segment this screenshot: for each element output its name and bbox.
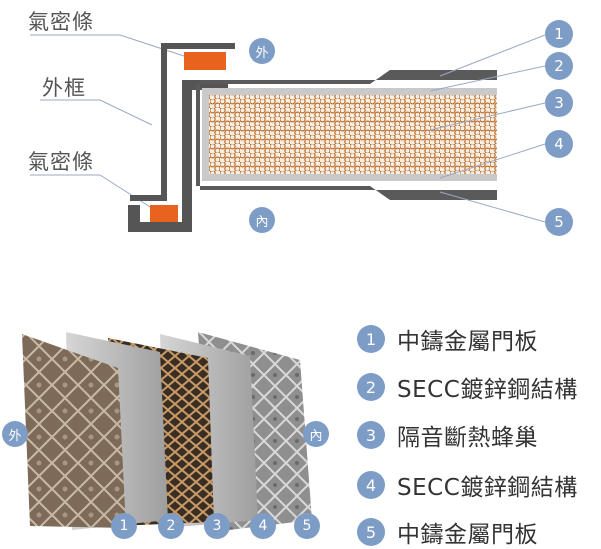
inner-frame (182, 80, 228, 200)
bottom-layer-marker-3: 3 (204, 513, 230, 539)
legend-item-4: 4 SECC鍍鋅鋼結構 (357, 468, 578, 502)
legend-label: 中鑄金屬門板 (397, 329, 538, 355)
upper-seal (184, 52, 226, 70)
legend-label: SECC鍍鋅鋼結構 (397, 377, 578, 403)
door-cross-section-diagram (30, 34, 546, 232)
inner-side-marker: 內 (249, 207, 275, 233)
inner-frame-bottom (128, 200, 192, 232)
layer-marker-text: 1 (119, 518, 129, 534)
layer-marker-text: 4 (554, 135, 564, 153)
lower-seal (150, 205, 178, 222)
layer-marker-text: 1 (554, 25, 564, 43)
upper-seal-label: 氣密條 (28, 10, 94, 34)
outer-side-marker: 外 (249, 38, 275, 64)
layer-marker-2: 2 (545, 52, 573, 80)
layer-1-panel (22, 334, 126, 528)
outer-metal-plate (196, 70, 497, 200)
outer-frame (130, 43, 235, 201)
layer-marker-text: 2 (166, 518, 176, 534)
legend-item-2: 2 SECC鍍鋅鋼結構 (357, 370, 578, 404)
layer-marker-text: 4 (258, 518, 268, 534)
bottom-layer-marker-1: 1 (111, 513, 137, 539)
legend-label: SECC鍍鋅鋼結構 (397, 475, 578, 501)
legend-number-badge: 5 (357, 518, 385, 546)
outer-side-marker-bottom: 外 (2, 421, 28, 447)
layer-marker-5: 5 (545, 208, 573, 236)
layer-marker-text: 5 (302, 518, 312, 534)
pointer-line (429, 102, 546, 131)
bottom-layer-marker-2: 2 (158, 513, 184, 539)
layer-marker-1: 1 (545, 20, 573, 48)
layer-marker-text: 3 (554, 94, 564, 112)
layer-marker-4: 4 (545, 130, 573, 158)
layer-marker-text: 5 (554, 213, 564, 231)
legend-label: 中鑄金屬門板 (397, 522, 538, 548)
bottom-layer-marker-4: 4 (250, 513, 276, 539)
pointer-line (99, 99, 153, 126)
outer-side-marker-text: 外 (255, 45, 269, 61)
legend-number-badge: 3 (357, 421, 385, 449)
inner-side-marker-bottom: 內 (303, 421, 329, 447)
legend-label: 隔音斷熱蜂巢 (397, 425, 538, 451)
inner-side-marker-text: 內 (309, 428, 323, 444)
legend-item-1: 1 中鑄金屬門板 (357, 322, 538, 356)
honeycomb-core (209, 95, 497, 174)
outer-frame-label: 外框 (42, 76, 86, 100)
legend-number-badge: 4 (357, 471, 385, 499)
legend-number-badge: 1 (357, 325, 385, 353)
exploded-layers-illustration (22, 332, 312, 532)
legend-number-badge: 2 (357, 373, 385, 401)
pointer-line (429, 65, 546, 92)
legend-item-5: 5 中鑄金屬門板 (357, 515, 538, 549)
inner-side-marker-text: 內 (255, 214, 269, 230)
pointer-line (439, 191, 546, 223)
layer-marker-text: 3 (212, 518, 222, 534)
pointer-line (99, 174, 156, 211)
pointer-line (439, 34, 546, 77)
outer-side-marker-text: 外 (8, 428, 22, 444)
pointer-line (119, 34, 191, 59)
layer-marker-text: 2 (554, 57, 564, 75)
legend-item-3: 3 隔音斷熱蜂巢 (357, 418, 538, 452)
pointer-line (439, 143, 546, 179)
lower-seal-label: 氣密條 (28, 150, 94, 174)
bottom-layer-marker-5: 5 (294, 513, 320, 539)
layer-marker-3: 3 (545, 89, 573, 117)
